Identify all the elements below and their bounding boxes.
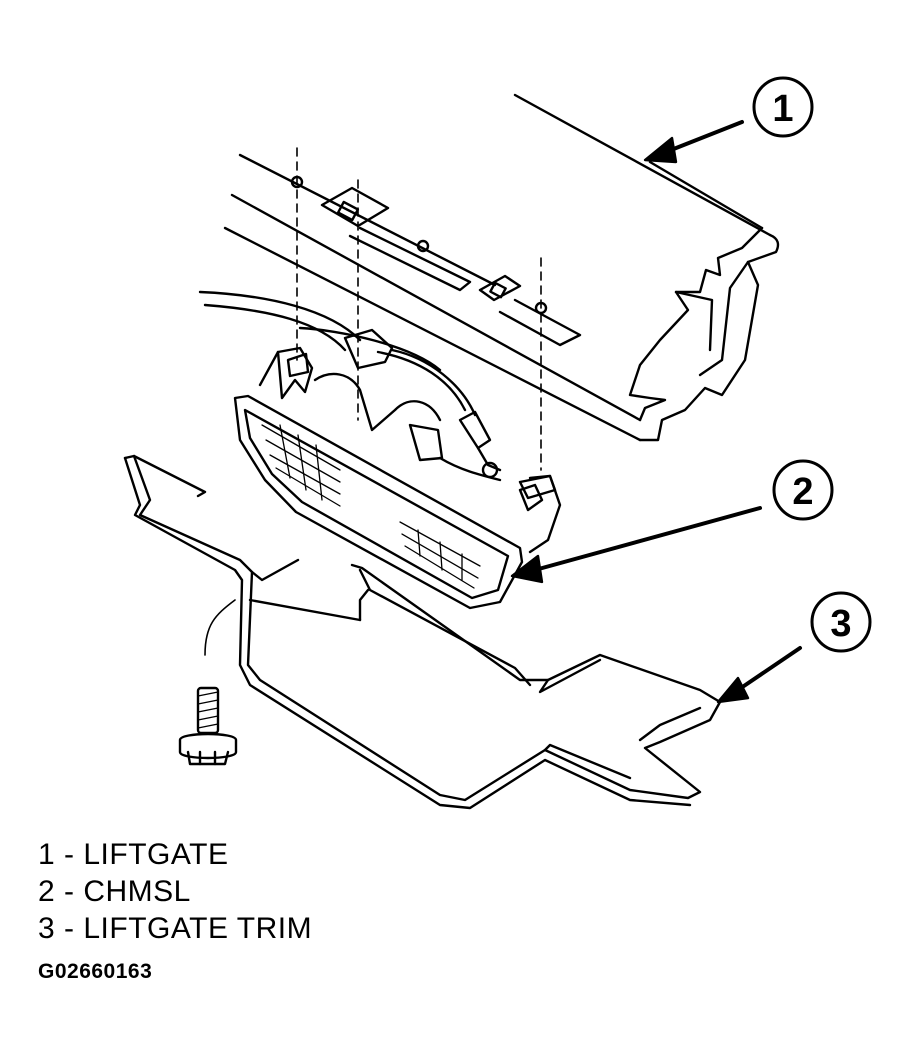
liftgate	[223, 93, 780, 442]
callout-2: 2	[510, 459, 834, 584]
wire-harness	[198, 290, 502, 479]
callout-1: 1	[643, 76, 814, 164]
parts-legend: 1 - LIFTGATE 2 - CHMSL 3 - LIFTGATE TRIM	[38, 836, 312, 947]
svg-text:3: 3	[830, 603, 851, 645]
legend-item-liftgate-trim: 3 - LIFTGATE TRIM	[38, 912, 313, 945]
liftgate-trim	[123, 454, 722, 810]
mounting-screw	[178, 599, 238, 766]
legend-item-liftgate: 1 - LIFTGATE	[38, 838, 229, 871]
chmsl-lamp	[233, 346, 562, 610]
legend-item-chmsl: 2 - CHMSL	[38, 875, 191, 908]
svg-text:2: 2	[792, 471, 813, 513]
exploded-view-diagram: 1 2 3	[123, 76, 872, 810]
alignment-lines	[296, 147, 542, 471]
svg-text:1: 1	[772, 88, 793, 130]
figure-code: G02660163	[38, 960, 153, 983]
callout-3: 3	[716, 591, 872, 704]
